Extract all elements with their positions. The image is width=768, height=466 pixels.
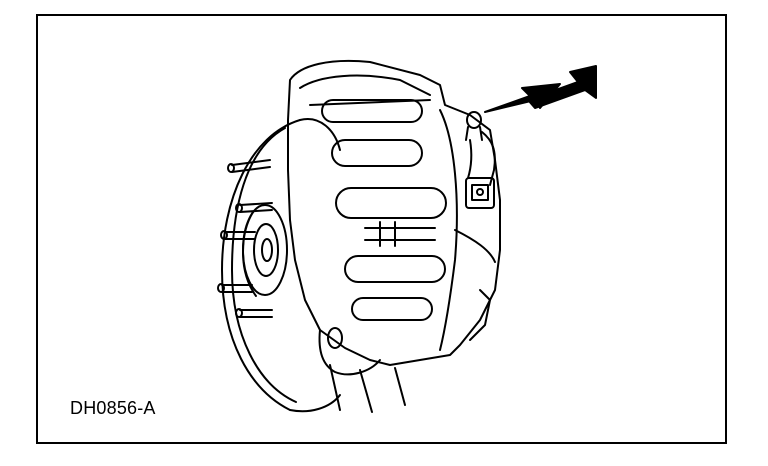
figure-id-label: DH0856-A [70, 398, 156, 418]
bleeder-screw [465, 111, 496, 209]
wheel-hub [242, 204, 288, 297]
wheel-studs [217, 159, 273, 318]
brake-caliper [287, 59, 501, 413]
callout-arrow-icon [484, 65, 597, 113]
brake-rotor [221, 118, 341, 413]
